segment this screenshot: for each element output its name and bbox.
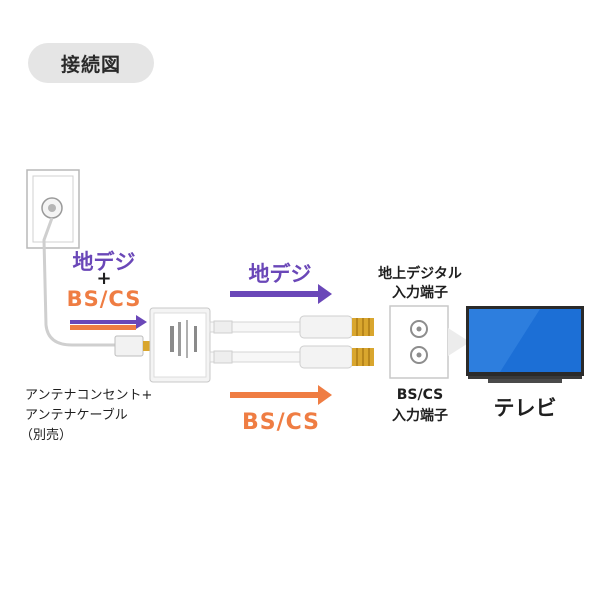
tv-input-panel: [389, 305, 449, 379]
tv-label: テレビ: [493, 396, 557, 420]
source-caption-line2: アンテナケーブル: [25, 408, 128, 423]
input-label-bscs: BS/CS: [66, 287, 142, 311]
diagram-title: 接続図: [28, 43, 154, 83]
source-caption-line1: アンテナコンセント+: [25, 388, 153, 403]
output-label-terrestrial: 地デジ: [248, 262, 312, 286]
antenna-cable: [42, 217, 118, 347]
input-plug: [114, 335, 153, 357]
port-label-bscs-line2: 入力端子: [392, 408, 448, 424]
input-arrow-bscs: [70, 325, 136, 330]
port-label-terrestrial-line2: 入力端子: [392, 285, 448, 301]
wall-outlet: [26, 169, 80, 249]
input-label-plus: +: [96, 268, 112, 289]
splitter-device: [149, 307, 211, 383]
input-label-terrestrial: 地デジ: [72, 250, 136, 274]
input-arrow-terrestrial: [70, 315, 147, 329]
source-caption-line3: （別売）: [20, 428, 73, 443]
port-label-bscs-line1: BS/CS: [396, 387, 444, 403]
panel-pointer: [448, 328, 470, 356]
port-label-terrestrial-line1: 地上デジタル: [378, 266, 462, 282]
output-arrow-bscs: [230, 385, 332, 405]
output-arrow-terrestrial: [230, 284, 332, 304]
output-cable-terrestrial: [209, 315, 374, 339]
output-label-bscs: BS/CS: [241, 410, 321, 435]
tv-icon: [466, 306, 584, 383]
output-cable-bscs: [209, 345, 374, 369]
